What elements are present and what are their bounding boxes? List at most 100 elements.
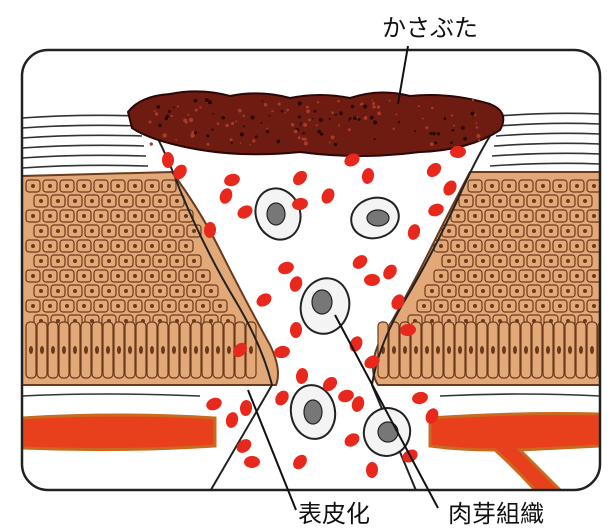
skin-cell-nucleus: [490, 244, 494, 248]
skin-cell-nucleus: [201, 274, 205, 278]
label-granulation-tissue: 肉芽組織: [448, 494, 544, 529]
skin-cell-nucleus: [39, 259, 43, 263]
basal-cell-nucleus: [557, 346, 561, 354]
skin-cell-nucleus: [456, 274, 460, 278]
scab-speck: [393, 128, 395, 130]
label-scab: かさぶた: [382, 8, 478, 43]
skin-cell-nucleus: [532, 259, 536, 263]
basal-cell-nucleus: [117, 346, 121, 354]
scab-speck: [476, 126, 479, 129]
scab-speck: [418, 105, 420, 107]
skin-cell-nucleus: [490, 214, 494, 218]
skin-cell-nucleus: [184, 274, 188, 278]
basal-cell-nucleus: [161, 346, 165, 354]
scab-speck: [431, 107, 434, 110]
skin-cell-nucleus: [575, 214, 579, 218]
scab-speck: [329, 118, 331, 120]
scab-speck: [437, 132, 440, 135]
scab-speck: [425, 126, 428, 129]
scab-speck: [271, 110, 273, 112]
skin-cell-nucleus: [558, 274, 562, 278]
skin-cell-nucleus: [524, 304, 528, 308]
skin-cell-nucleus: [473, 244, 477, 248]
scab-speck: [166, 115, 169, 118]
skin-cell-nucleus: [515, 259, 519, 263]
basal-cell-nucleus: [480, 346, 484, 354]
basal-cell-nucleus: [227, 346, 231, 354]
skin-cell-nucleus: [167, 244, 171, 248]
skin-cell-nucleus: [48, 304, 52, 308]
scab-speck: [373, 120, 377, 124]
scab-speck: [262, 100, 264, 102]
skin-cell-nucleus: [558, 184, 562, 188]
basal-cell-nucleus: [150, 346, 154, 354]
skin-cell-nucleus: [515, 289, 519, 293]
skin-cell-nucleus: [82, 244, 86, 248]
skin-cell-nucleus: [39, 199, 43, 203]
skin-cell-nucleus: [116, 304, 120, 308]
scab-speck: [471, 112, 475, 116]
scab-speck: [348, 128, 351, 131]
skin-cell-nucleus: [192, 229, 196, 233]
skin-cell-nucleus: [532, 289, 536, 293]
scab-speck: [221, 116, 225, 120]
scab-speck: [269, 115, 271, 117]
scab-speck: [335, 114, 337, 116]
scab-speck: [243, 125, 245, 127]
blood-vessel-left: [22, 415, 215, 450]
skin-cell-nucleus: [558, 214, 562, 218]
scab-speck: [372, 100, 374, 102]
scab-speck: [334, 143, 337, 146]
skin-cell-nucleus: [107, 259, 111, 263]
basal-cell-nucleus: [128, 346, 132, 354]
basal-cell-nucleus: [568, 346, 572, 354]
skin-cell-nucleus: [439, 304, 443, 308]
basal-cell-nucleus: [601, 346, 605, 354]
skin-cell-nucleus: [73, 229, 77, 233]
basal-cell-nucleus: [62, 346, 66, 354]
scab-speck: [389, 100, 391, 102]
label-epithelialization: 表皮化: [298, 494, 370, 529]
skin-cell-nucleus: [592, 244, 596, 248]
basal-cell-nucleus: [535, 346, 539, 354]
skin-cell-nucleus: [65, 184, 69, 188]
skin-cell-nucleus: [158, 199, 162, 203]
skin-cell-nucleus: [541, 214, 545, 218]
scab-speck: [316, 124, 318, 126]
skin-cell-nucleus: [524, 214, 528, 218]
skin-cell-nucleus: [65, 304, 69, 308]
scab-speck: [231, 122, 234, 125]
scab-speck: [278, 103, 281, 106]
skin-cell-nucleus: [473, 304, 477, 308]
scab-speck: [377, 106, 380, 109]
skin-cell-nucleus: [150, 274, 154, 278]
scab-speck: [302, 132, 305, 135]
skin-cell-nucleus: [133, 304, 137, 308]
skin-cell-nucleus: [133, 214, 137, 218]
skin-cell-nucleus: [116, 244, 120, 248]
basal-cell-nucleus: [458, 346, 462, 354]
basal-cell-nucleus: [51, 346, 55, 354]
scab-speck: [430, 142, 434, 146]
skin-cell-nucleus: [566, 289, 570, 293]
skin-cell-nucleus: [201, 304, 205, 308]
skin-cell-nucleus: [507, 304, 511, 308]
skin-cell-nucleus: [430, 289, 434, 293]
scab-speck: [475, 122, 477, 124]
basal-cell-nucleus: [447, 346, 451, 354]
basal-layer-left: [26, 322, 256, 378]
skin-cell-nucleus: [456, 214, 460, 218]
scab-speck: [149, 120, 152, 123]
skin-cell-nucleus: [498, 259, 502, 263]
skin-cell-nucleus: [541, 244, 545, 248]
scab-speck: [291, 123, 294, 126]
skin-cell-nucleus: [141, 229, 145, 233]
scab-speck: [398, 121, 400, 123]
scab-speck: [205, 98, 209, 102]
skin-cell-nucleus: [167, 304, 171, 308]
skin-cell-nucleus: [116, 184, 120, 188]
scab-speck: [261, 122, 263, 124]
skin-cell-nucleus: [82, 184, 86, 188]
skin-cell-nucleus: [184, 304, 188, 308]
